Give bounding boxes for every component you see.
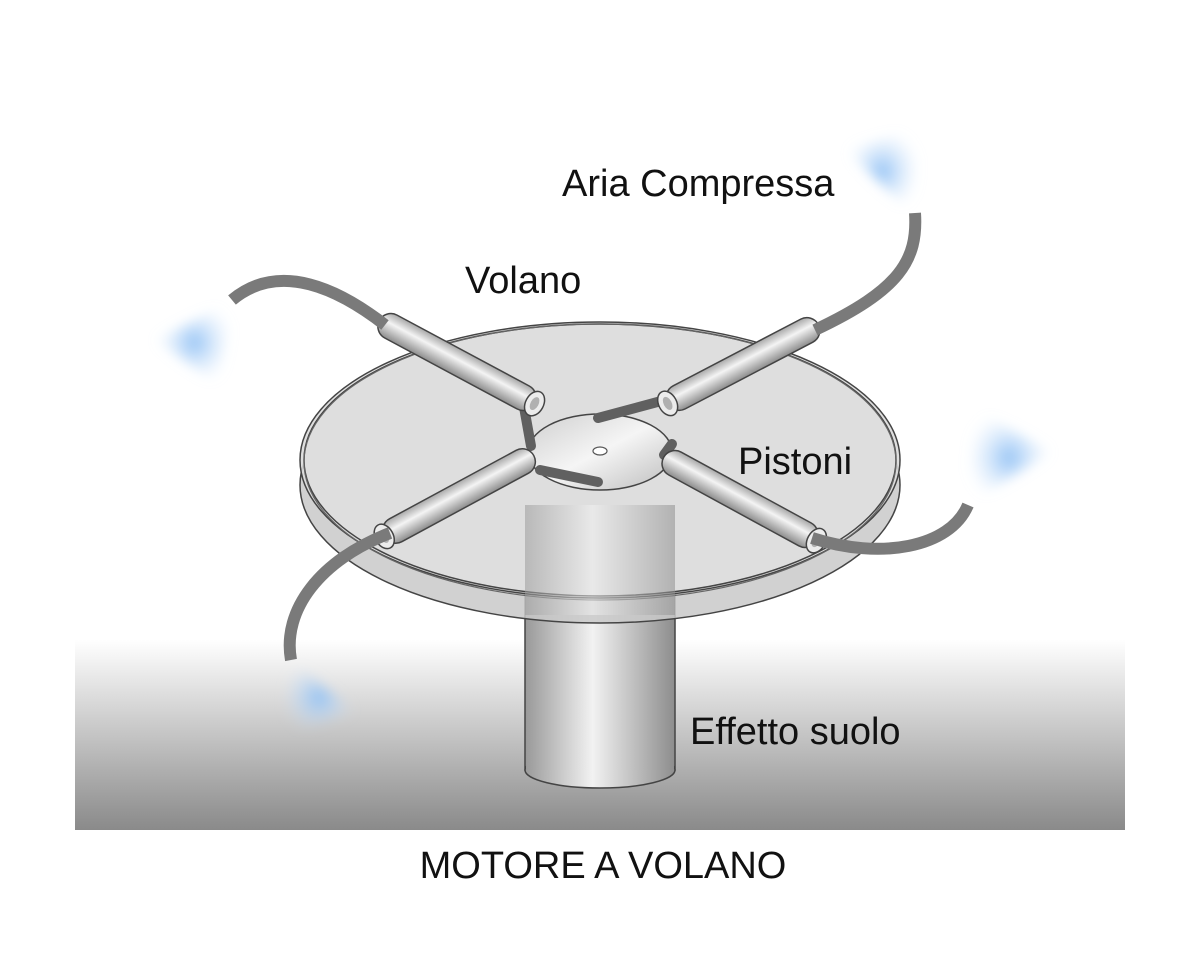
label-ground-effect: Effetto suolo [690,711,901,753]
cylinder-through-disk [525,505,675,615]
diagram-title: MOTORE A VOLANO [420,845,787,887]
air-jet-icon [155,128,1052,735]
label-compressed-air: Aria Compressa [562,163,835,205]
piston-icon [373,312,828,554]
air-hose-icon [228,212,974,662]
label-pistons: Pistoni [738,441,852,483]
label-flywheel: Volano [465,260,581,302]
